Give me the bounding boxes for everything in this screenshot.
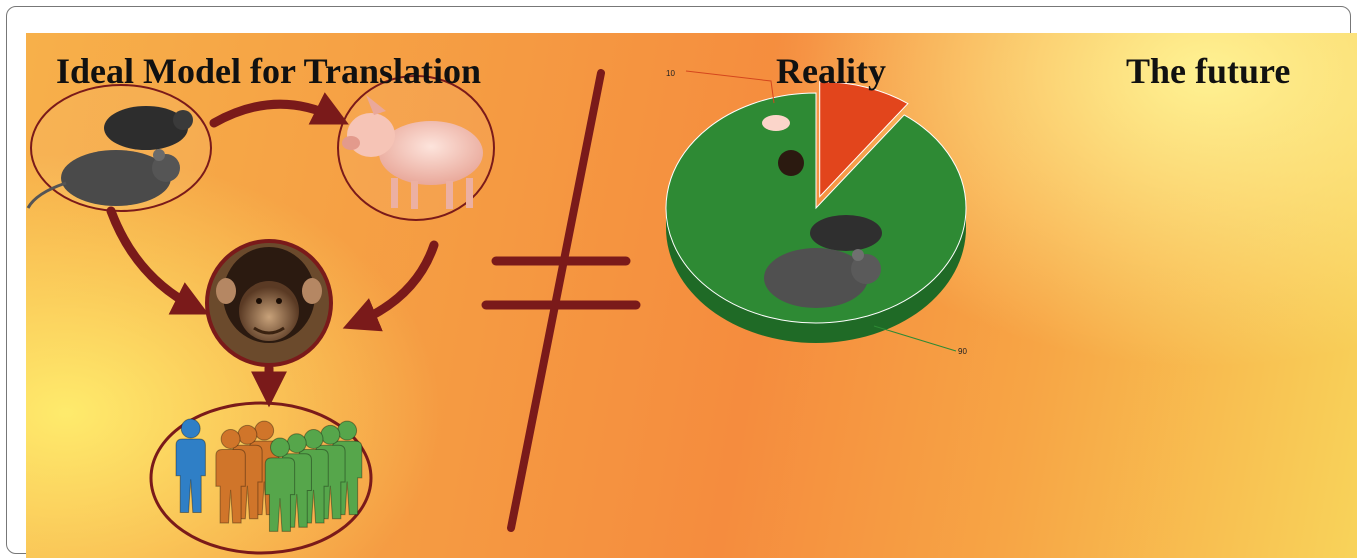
reality-pie — [665, 70, 967, 352]
chimp-thumb-icon — [778, 150, 804, 176]
person-icon — [264, 437, 296, 532]
title-ideal-model: Ideal Model for Translation — [56, 51, 482, 91]
rat-icon — [26, 106, 193, 209]
person-icon — [215, 429, 246, 524]
title-reality: Reality — [776, 51, 886, 91]
ideal-arrows — [106, 92, 439, 408]
pie-label-10: 10 — [666, 69, 675, 78]
chimp-group — [205, 239, 333, 367]
pie-rat-icon — [764, 215, 882, 308]
pie-label-90: 90 — [958, 347, 967, 356]
chimp-icon — [216, 247, 322, 343]
people-icon-left — [175, 418, 363, 532]
figure-panel: Ideal Model for Translation Reality The … — [26, 33, 1357, 558]
title-the-future: The future — [1126, 51, 1291, 91]
pig-thumb-icon — [762, 115, 790, 131]
person-icon — [175, 418, 206, 513]
rats-group — [26, 84, 212, 212]
pig-group — [337, 75, 495, 221]
not-equal-sign-1 — [481, 69, 641, 532]
pie-slice-rodent — [665, 92, 967, 324]
people-group-left — [149, 401, 373, 555]
figure-drawing — [26, 69, 967, 555]
pie-slice-pig-primate — [819, 81, 909, 198]
pig-icon — [342, 95, 483, 209]
